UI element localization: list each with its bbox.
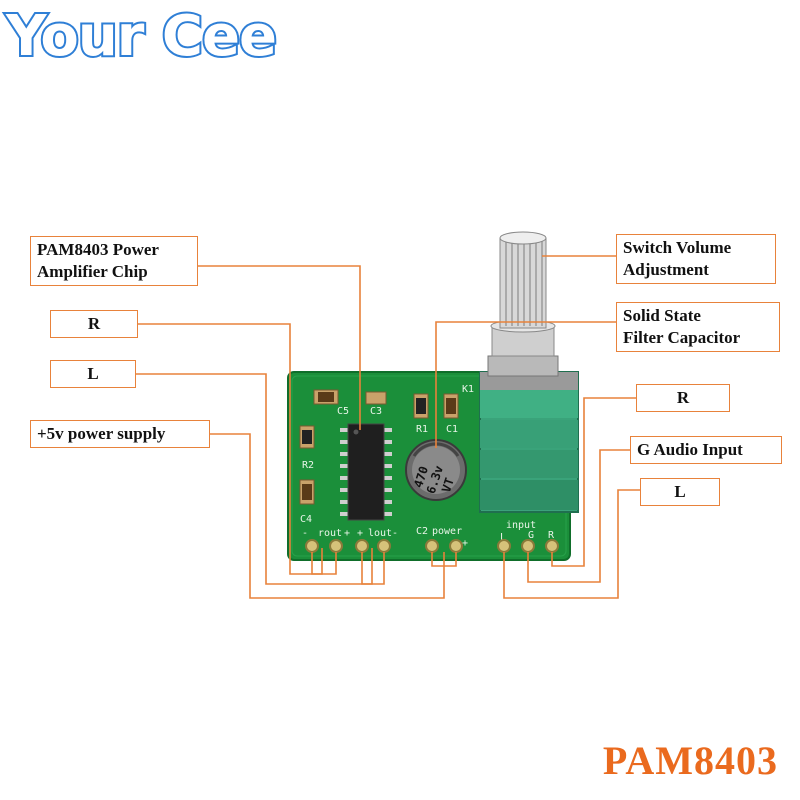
label-l-out-text: L bbox=[87, 364, 99, 383]
label-g-in: G Audio Input bbox=[630, 436, 782, 464]
brand-logo: Your Cee bbox=[4, 2, 279, 71]
silk-pin-l: L bbox=[500, 532, 506, 543]
silk-r1: R1 bbox=[416, 424, 428, 435]
label-capacitor-line2: Filter Capacitor bbox=[623, 328, 741, 347]
silk-rout: rout bbox=[318, 528, 342, 539]
label-power-text: +5v power supply bbox=[37, 424, 166, 443]
silk-pin-minus-2: - bbox=[392, 528, 398, 539]
silk-c5: C5 bbox=[337, 406, 349, 417]
label-chip-line1: PAM8403 Power bbox=[37, 240, 159, 259]
silk-c4: C4 bbox=[300, 514, 312, 525]
label-switch: Switch Volume Adjustment bbox=[616, 234, 776, 284]
silk-k1: K1 bbox=[462, 384, 474, 395]
label-switch-line1: Switch Volume bbox=[623, 238, 732, 257]
silk-r2: R2 bbox=[302, 460, 314, 471]
silk-c2: C2 bbox=[416, 526, 428, 537]
label-r-in-text: R bbox=[676, 388, 690, 407]
product-title: PAM8403 bbox=[602, 738, 778, 783]
silk-pin-r: R bbox=[548, 530, 555, 541]
silk-input: input bbox=[506, 520, 536, 531]
filter-capacitor: 470 6.3v VT bbox=[405, 439, 467, 501]
cap-text-3: VT bbox=[439, 476, 457, 494]
label-r-out-text: R bbox=[87, 314, 101, 333]
label-l-out: L bbox=[50, 360, 136, 388]
label-capacitor-line1: Solid State bbox=[623, 306, 701, 325]
pam8403-chip bbox=[340, 423, 392, 521]
label-power: +5v power supply bbox=[30, 420, 210, 448]
label-g-in-text: G Audio Input bbox=[637, 440, 743, 459]
silk-power: power bbox=[432, 526, 462, 537]
label-capacitor: Solid State Filter Capacitor bbox=[616, 302, 780, 352]
silk-c3: C3 bbox=[370, 406, 382, 417]
label-l-in: L bbox=[640, 478, 720, 506]
silk-lout: lout bbox=[368, 528, 392, 539]
label-chip-line2: Amplifier Chip bbox=[37, 262, 148, 281]
silk-pin-plus-2: + bbox=[357, 528, 363, 539]
volume-potentiometer bbox=[479, 231, 579, 513]
label-chip: PAM8403 Power Amplifier Chip bbox=[30, 236, 198, 286]
silk-pin-plus-1: + bbox=[344, 528, 350, 539]
silk-pin-plus-3: + bbox=[462, 538, 468, 549]
label-switch-line2: Adjustment bbox=[623, 260, 709, 279]
cap-text-1: 470 bbox=[411, 464, 431, 489]
leader-lines bbox=[136, 255, 640, 599]
silk-c1: C1 bbox=[446, 424, 458, 435]
smd-components bbox=[299, 389, 459, 505]
label-r-out: R bbox=[50, 310, 138, 338]
label-l-in-text: L bbox=[674, 482, 686, 501]
label-r-in: R bbox=[636, 384, 730, 412]
silk-pin-minus-1: - bbox=[302, 528, 308, 539]
silk-pin-g: G bbox=[528, 530, 534, 541]
